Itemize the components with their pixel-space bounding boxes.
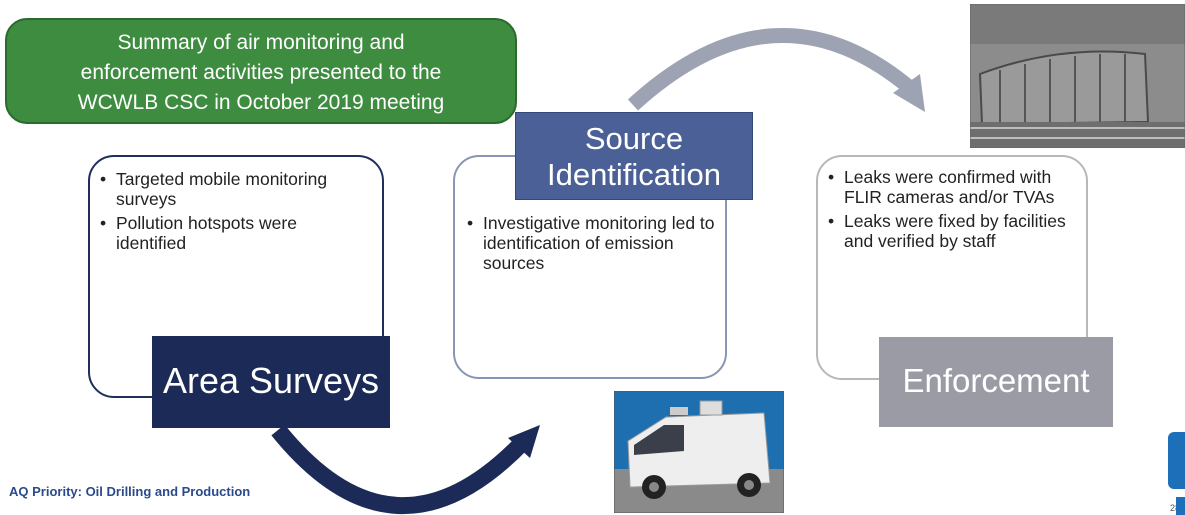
bullet-item: Pollution hotspots were identified <box>98 213 370 253</box>
footer-text: AQ Priority: Oil Drilling and Production <box>9 484 251 499</box>
enforcement-bullets: Leaks were confirmed with FLIR cameras a… <box>826 167 1076 251</box>
area-bullets: Targeted mobile monitoring surveys Pollu… <box>98 169 370 253</box>
bullet-item: Leaks were confirmed with FLIR cameras a… <box>826 167 1076 207</box>
arrow-head-navy <box>508 425 540 458</box>
agency-logo <box>1168 432 1185 489</box>
source-label-line: Identification <box>546 157 722 192</box>
agency-logo-tab <box>1176 497 1185 515</box>
bullet-item: Leaks were fixed by facilities and verif… <box>826 211 1076 251</box>
area-surveys-card: Targeted mobile monitoring surveys Pollu… <box>88 155 384 398</box>
arrow-source-to-enforcement <box>627 27 915 111</box>
summary-box: Summary of air monitoring and enforcemen… <box>5 18 517 124</box>
page-number: 28 <box>1170 503 1181 513</box>
summary-line: Summary of air monitoring and <box>117 31 405 54</box>
source-identification-label: Source Identification <box>515 112 753 200</box>
monitoring-van-image <box>614 391 784 513</box>
bullet-item: Investigative monitoring led to identifi… <box>465 213 715 273</box>
arrow-area-to-source <box>271 424 530 515</box>
summary-line: enforcement activities presented to the <box>80 61 442 84</box>
source-bullets: Investigative monitoring led to identifi… <box>465 213 715 273</box>
enforcement-label: Enforcement <box>879 337 1113 427</box>
arrow-head-gray <box>893 74 925 112</box>
summary-line: WCWLB CSC in October 2019 meeting <box>77 91 445 114</box>
bullet-item: Targeted mobile monitoring surveys <box>98 169 370 209</box>
storage-tank-image <box>970 4 1185 148</box>
source-label-line: Source <box>584 121 684 156</box>
area-surveys-label: Area Surveys <box>152 336 390 428</box>
